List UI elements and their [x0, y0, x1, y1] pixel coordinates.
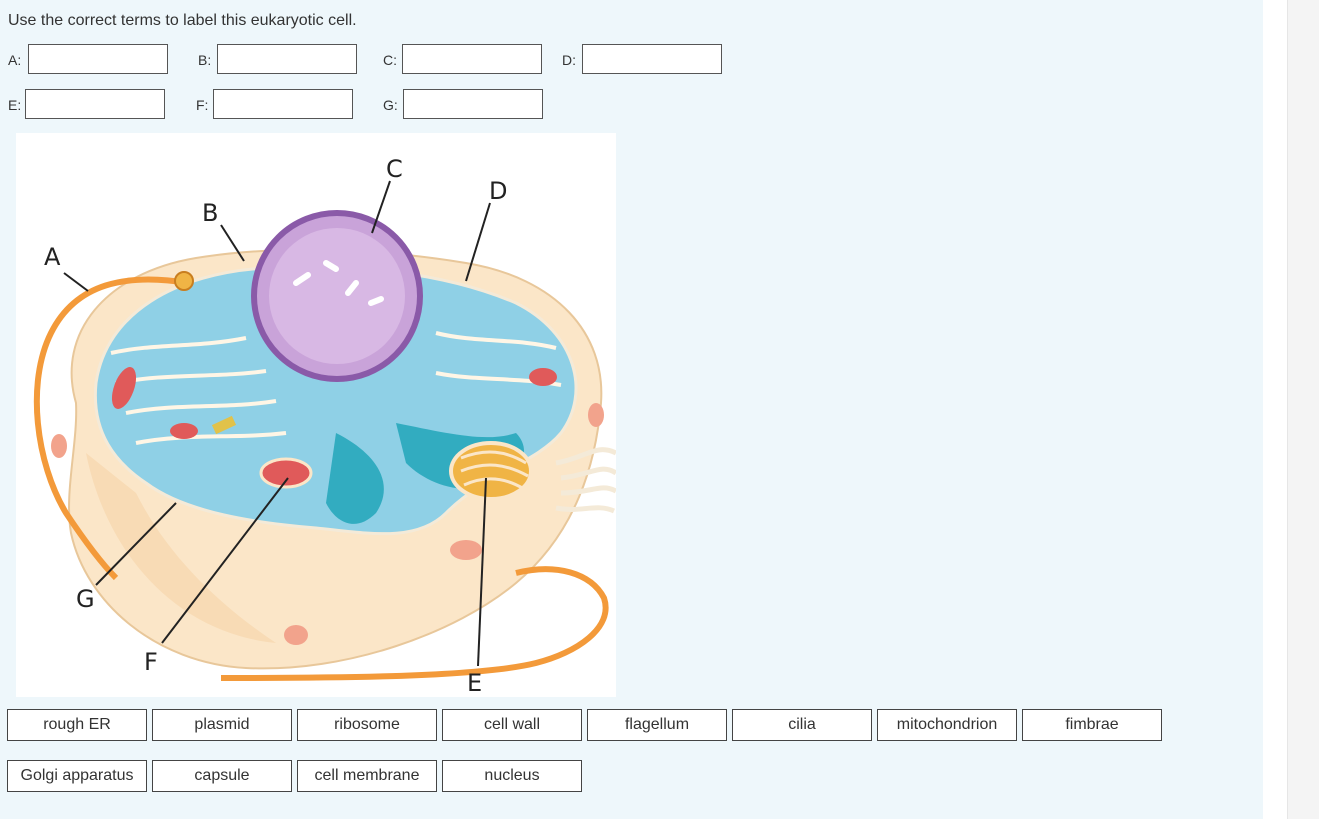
vesicle-2 [284, 625, 308, 645]
field-label-a: A: [8, 52, 22, 68]
centriole [211, 415, 237, 435]
cytoplasm-shadow [86, 453, 276, 643]
answer-input-c[interactable] [402, 44, 542, 74]
answer-input-b[interactable] [217, 44, 357, 74]
right-sidebar-strip [1287, 0, 1319, 819]
golgi-stacks [460, 450, 529, 491]
diagram-label-b: B [202, 199, 218, 227]
field-label-b: B: [198, 52, 212, 68]
answer-input-d[interactable] [582, 44, 722, 74]
term-nucleus[interactable]: nucleus [442, 760, 582, 792]
field-label-f: F: [196, 97, 209, 113]
term-ribosome[interactable]: ribosome [297, 709, 437, 741]
mitochondrion-1 [111, 367, 137, 409]
mitochondrion-4 [259, 457, 313, 489]
diagram-label-e: E [467, 669, 482, 697]
answer-input-e[interactable] [25, 89, 165, 119]
er-lower [326, 433, 384, 524]
diagram-label-d: D [489, 177, 507, 205]
field-label-c: C: [383, 52, 397, 68]
er-folds [110, 331, 562, 445]
flagellum-right [220, 566, 609, 681]
term-capsule[interactable]: capsule [152, 760, 292, 792]
vesicle-3 [588, 403, 604, 427]
field-label-e: E: [8, 97, 22, 113]
mitochondrion-3 [529, 368, 557, 386]
term-cell-membrane[interactable]: cell membrane [297, 760, 437, 792]
term-cell-wall[interactable]: cell wall [442, 709, 582, 741]
nucleus-pores [293, 260, 384, 306]
term-cilia[interactable]: cilia [732, 709, 872, 741]
diagram-label-c: C [386, 155, 403, 183]
answer-input-a[interactable] [28, 44, 168, 74]
flagellum-left [33, 276, 189, 581]
answer-input-g[interactable] [403, 89, 543, 119]
basal-body [174, 271, 194, 291]
field-label-d: D: [562, 52, 576, 68]
vesicle-4 [51, 434, 67, 458]
cilia [555, 447, 616, 514]
answer-input-f[interactable] [213, 89, 353, 119]
mitochondrion-2 [170, 423, 198, 439]
diagram-label-f: F [144, 648, 158, 676]
question-prompt: Use the correct terms to label this euka… [8, 12, 357, 29]
term-flagellum[interactable]: flagellum [587, 709, 727, 741]
cell-illustration: A B C D E F G [33, 155, 616, 697]
diagram-label-g: G [76, 585, 95, 613]
term-fimbrae[interactable]: fimbrae [1022, 709, 1162, 741]
nucleolus [269, 228, 405, 364]
diagram-label-a: A [44, 243, 61, 271]
vesicle-1 [450, 540, 482, 560]
term-rough-er[interactable]: rough ER [7, 709, 147, 741]
term-mitochondrion[interactable]: mitochondrion [877, 709, 1017, 741]
term-plasmid[interactable]: plasmid [152, 709, 292, 741]
question-panel: Use the correct terms to label this euka… [0, 0, 1263, 819]
term-golgi-apparatus[interactable]: Golgi apparatus [7, 760, 147, 792]
eukaryotic-cell-diagram: A B C D E F G [16, 133, 616, 697]
field-label-g: G: [383, 97, 398, 113]
leader-lines [63, 180, 491, 667]
